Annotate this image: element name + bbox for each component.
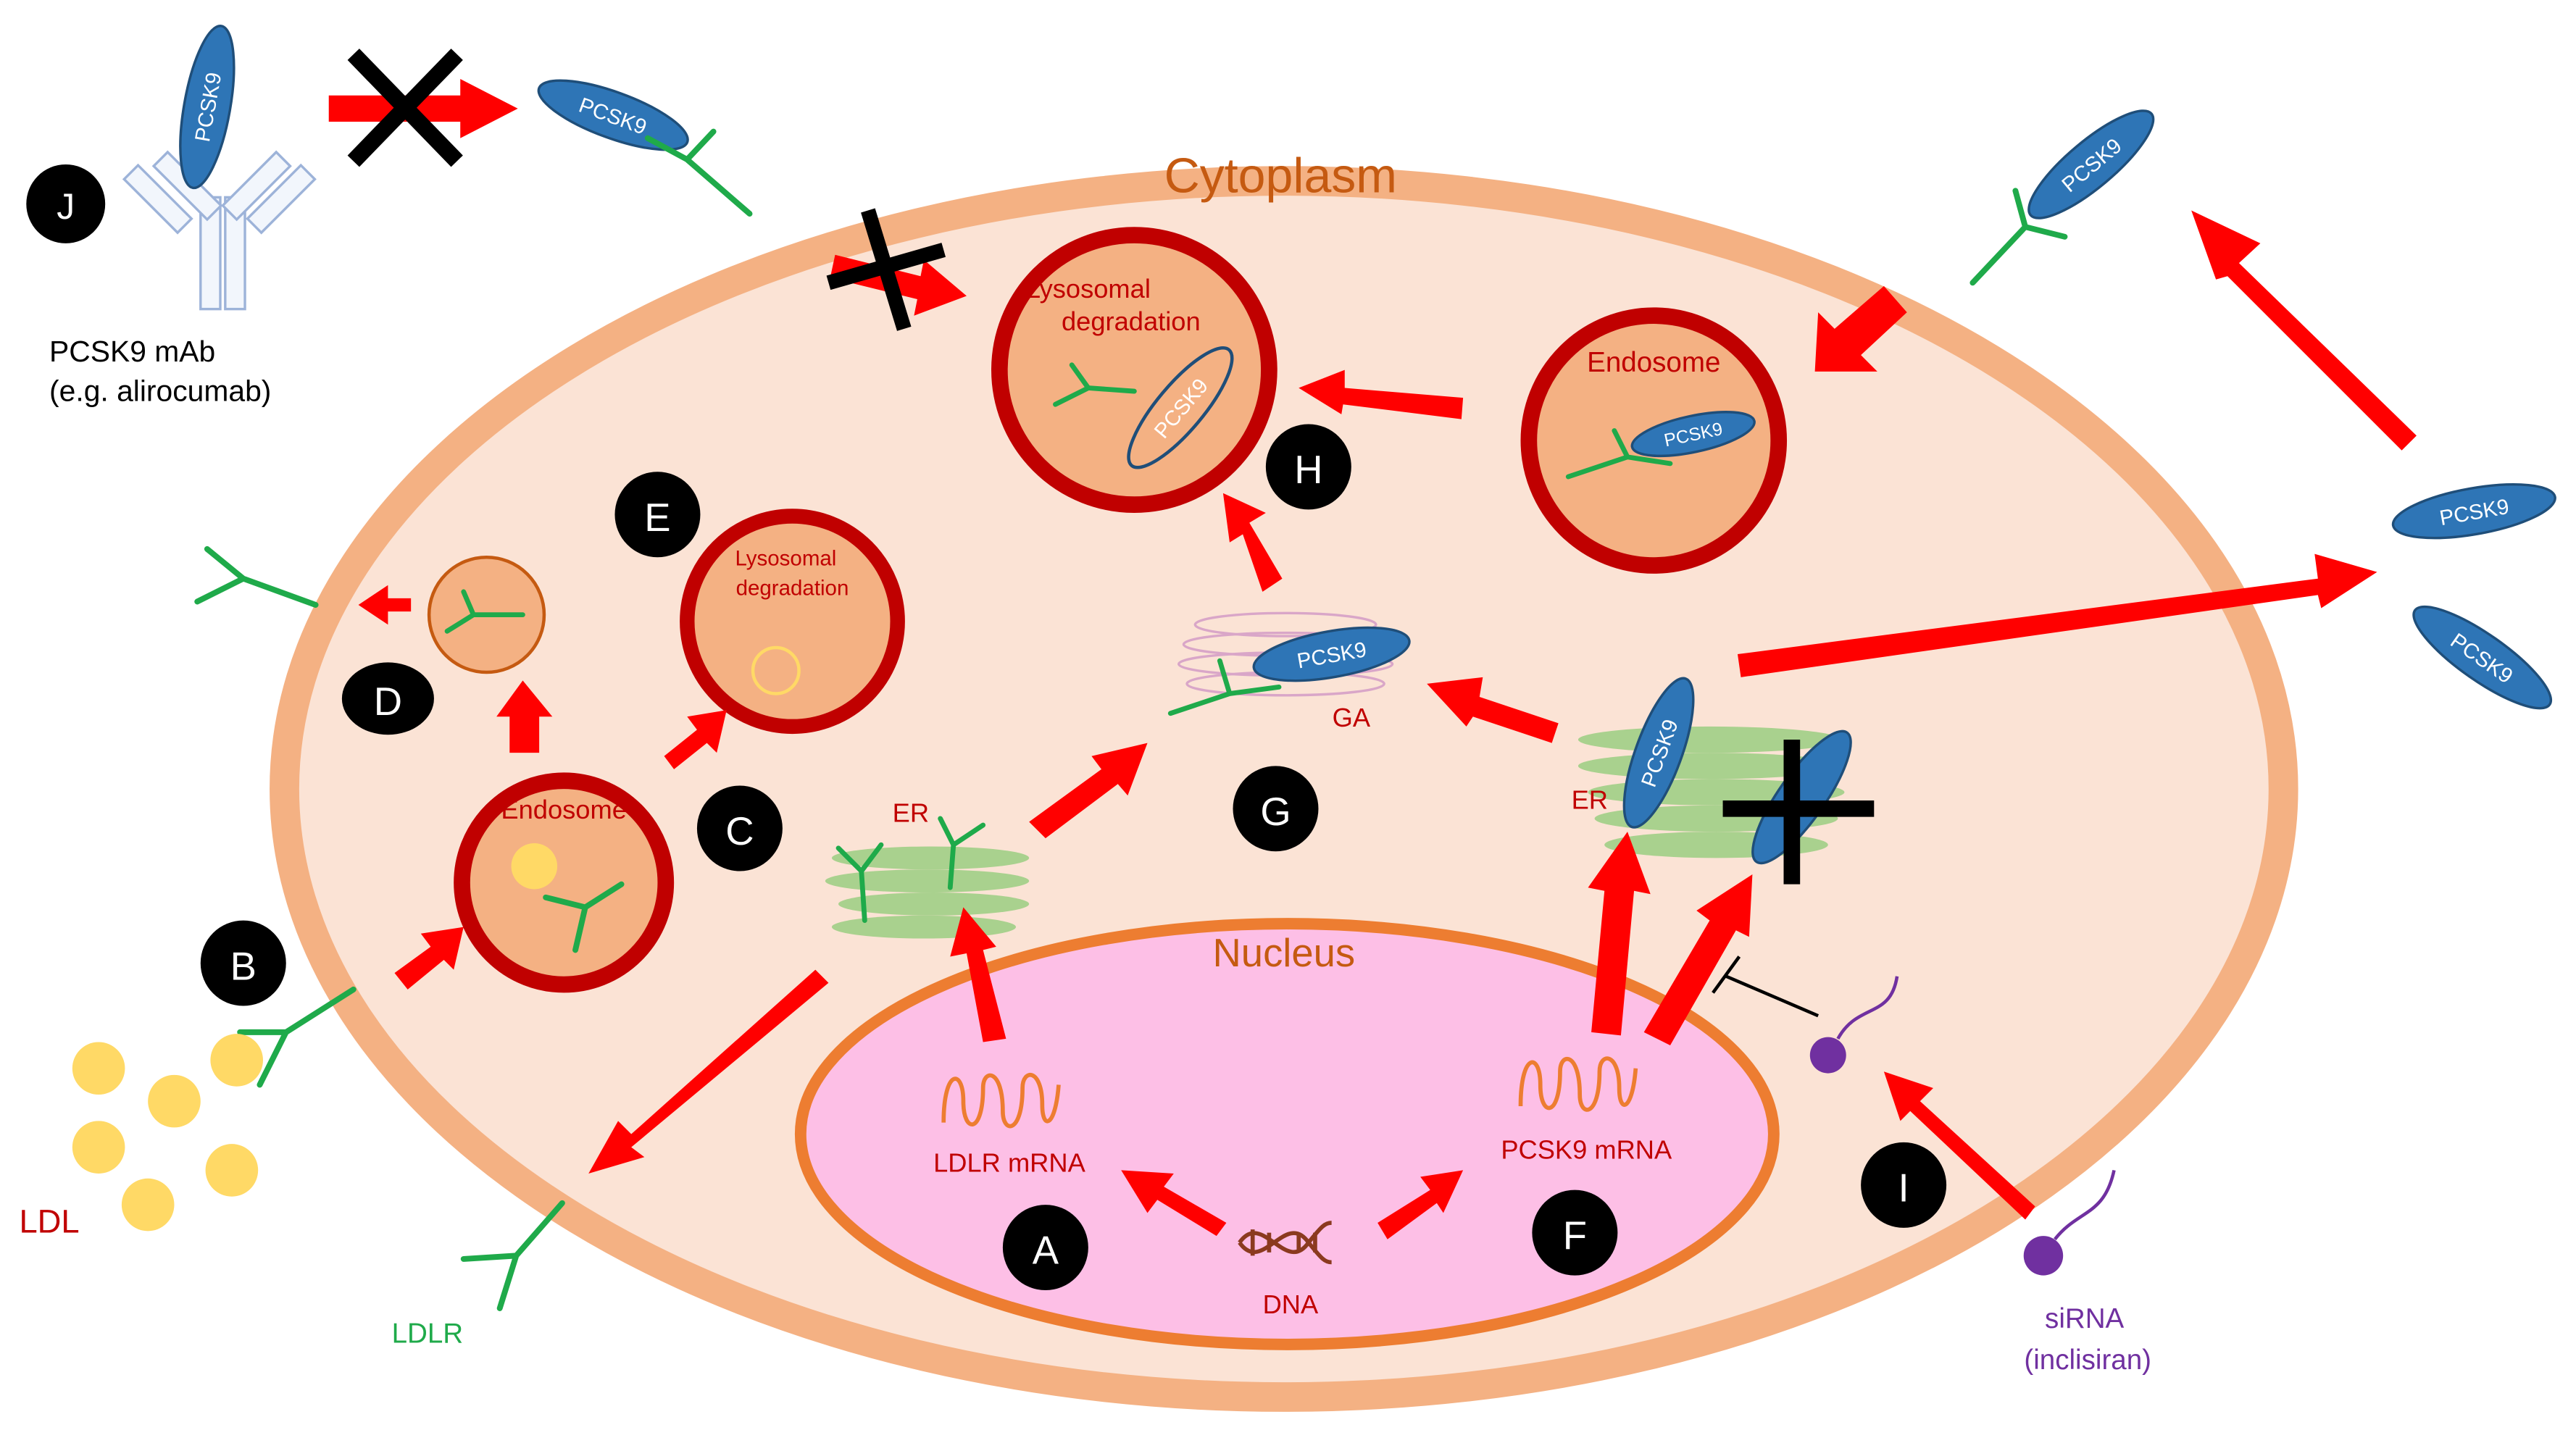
ldlr-membrane-bottom bbox=[460, 1200, 565, 1311]
step-g-label: G bbox=[1260, 790, 1291, 834]
ldlr-top-left bbox=[644, 128, 753, 217]
arrow-dna-to-ldlr-mrna bbox=[1121, 1170, 1227, 1237]
ldlr-in-endosome-right bbox=[1565, 428, 1673, 480]
ldlr-membrane-b bbox=[237, 986, 357, 1088]
er-left-label: ER bbox=[893, 798, 929, 827]
step-j: J bbox=[26, 164, 106, 243]
svg-text:I: I bbox=[1898, 1166, 1909, 1211]
pcsk9-mrna-label: PCSK9 mRNA bbox=[1501, 1135, 1672, 1165]
ldlr-label: LDLR bbox=[392, 1318, 464, 1350]
pcsk9-top-right: PCSK9 bbox=[2027, 109, 2155, 219]
svg-text:C: C bbox=[725, 809, 754, 853]
dna-label: DNA bbox=[1263, 1289, 1319, 1319]
arrow-sirna-uptake bbox=[1883, 1071, 2035, 1220]
ldlr-in-endosome-left bbox=[543, 881, 625, 953]
svg-text:A: A bbox=[1033, 1229, 1059, 1273]
arrow-mrna-to-er-left bbox=[950, 907, 1006, 1042]
lysosome-e-label-2: degradation bbox=[736, 576, 849, 600]
pcsk9-mrna-icon bbox=[1518, 1056, 1638, 1112]
arrow-er-right-to-ga bbox=[1427, 677, 1559, 743]
lysosome-h-label-2: degradation bbox=[1062, 306, 1201, 336]
step-a: A bbox=[1002, 1205, 1088, 1291]
dna-icon bbox=[1238, 1221, 1332, 1265]
nucleus bbox=[794, 918, 1780, 1350]
ldlr-mrna-icon bbox=[941, 1073, 1061, 1129]
svg-text:B: B bbox=[230, 944, 257, 988]
step-i: I bbox=[1861, 1142, 1947, 1228]
lysosome-e-label-1: Lysosomal bbox=[735, 547, 837, 571]
sirna-example-label: (inclisiran) bbox=[2024, 1345, 2151, 1376]
ldlr-recycled bbox=[194, 545, 319, 608]
mab-example: (e.g. alirocumab) bbox=[49, 375, 271, 408]
arrow-ga-to-lysosome bbox=[1222, 493, 1283, 592]
arrow-er-to-ga bbox=[1029, 743, 1148, 839]
step-g-badge bbox=[1233, 766, 1319, 852]
pcsk9-secreted-2: PCSK9 bbox=[2412, 605, 2553, 710]
sirna-inside bbox=[1809, 976, 1899, 1074]
arrow-to-endosome-left bbox=[394, 927, 464, 990]
step-f: F bbox=[1532, 1189, 1618, 1276]
degraded-ldl bbox=[751, 645, 801, 695]
ldlr-mrna-label: LDLR mRNA bbox=[933, 1148, 1085, 1178]
endosome-left-label: Endosome bbox=[501, 795, 626, 824]
lysosome-h-label-1: Lysosomal bbox=[1026, 274, 1151, 304]
pcsk9-bound-to-antibody: PCSK9 bbox=[179, 25, 235, 190]
ldlr-in-er-left bbox=[835, 816, 986, 923]
pcsk9-secreted-1: PCSK9 bbox=[2391, 483, 2556, 540]
endosome-right-label: Endosome bbox=[1587, 347, 1720, 378]
nucleus-label: Nucleus bbox=[1212, 931, 1355, 975]
ga-label: GA bbox=[1333, 703, 1371, 732]
ldl-in-endosome bbox=[511, 842, 558, 890]
arrow-pcsk9-mrna-to-er bbox=[1588, 832, 1651, 1036]
lysosome-h bbox=[991, 227, 1277, 513]
arrow-endosome-to-vesicle bbox=[496, 680, 553, 753]
cytoplasm-label: Cytoplasm bbox=[1164, 149, 1397, 204]
ldlr-in-lysosome bbox=[1053, 362, 1137, 407]
arrow-dna-to-pcsk9-mrna bbox=[1377, 1170, 1464, 1239]
step-b: B bbox=[200, 920, 286, 1006]
arrow-pcsk9-mrna-blocked bbox=[1643, 874, 1753, 1046]
step-e: E bbox=[614, 472, 701, 558]
ldlr-top-right bbox=[1969, 188, 2068, 286]
ldlr-in-recycling-vesicle bbox=[444, 589, 525, 634]
sirna-outside bbox=[2023, 1169, 2116, 1276]
endosome-left bbox=[454, 772, 675, 993]
mab-name: PCSK9 mAb bbox=[49, 335, 215, 368]
arrow-er-to-membrane bbox=[588, 969, 829, 1174]
step-c: C bbox=[696, 785, 783, 871]
blocked-arrow-lysosome bbox=[826, 208, 967, 331]
arrow-vesicle-to-membrane bbox=[358, 585, 412, 625]
step-d: D bbox=[341, 662, 434, 735]
arrow-to-endosome-right bbox=[1814, 285, 1907, 372]
ldl-label: LDL bbox=[19, 1203, 79, 1240]
pcsk9-in-golgi: PCSK9 bbox=[1252, 626, 1411, 682]
arrow-pcsk9-reuptake bbox=[2191, 210, 2417, 451]
step-h-label: H bbox=[1294, 448, 1322, 492]
lysosome-e bbox=[680, 509, 905, 735]
sirna-inhibition-line bbox=[1712, 956, 1820, 1018]
block-cross-er bbox=[1722, 740, 1875, 885]
svg-text:E: E bbox=[644, 496, 670, 540]
ldl-particles bbox=[72, 1034, 263, 1232]
ldlr-in-golgi bbox=[1167, 658, 1282, 716]
er-right-label: ER bbox=[1572, 785, 1608, 814]
svg-text:D: D bbox=[374, 680, 402, 724]
blocked-arrow-j bbox=[328, 49, 518, 167]
svg-text:F: F bbox=[1563, 1213, 1587, 1258]
arrow-secretion bbox=[1737, 553, 2377, 677]
sirna-label: siRNA bbox=[2045, 1303, 2125, 1334]
svg-text:J: J bbox=[57, 186, 75, 227]
pcsk9-in-endosome-right: PCSK9 bbox=[1630, 411, 1756, 458]
step-h-badge bbox=[1265, 424, 1351, 510]
pcsk9-antibody bbox=[122, 150, 317, 311]
arrow-endosome-to-lysosome-e bbox=[664, 710, 727, 769]
arrow-endosome-to-lysosome bbox=[1299, 369, 1464, 419]
